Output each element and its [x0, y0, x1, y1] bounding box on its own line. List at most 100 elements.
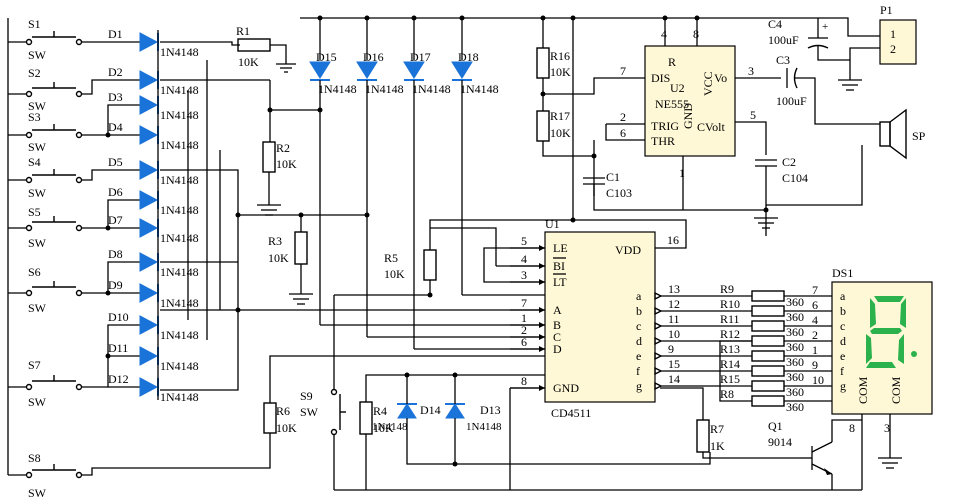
c3-label: C3: [776, 53, 790, 67]
diode-output-buses: [157, 30, 320, 400]
pin-number: 5: [521, 234, 527, 248]
pin-number: 14: [668, 372, 680, 386]
resistor-r6: R6 10K: [263, 355, 545, 435]
c4-value: 100uF: [768, 33, 799, 47]
diode-symbol: [356, 61, 378, 79]
diode-label: D5: [108, 155, 123, 169]
diode-d10: D10 1N4148: [108, 310, 199, 342]
diode-part: 1N4148: [160, 231, 199, 245]
diode-symbol: [139, 315, 159, 335]
switch-s3: S3 SW: [8, 110, 83, 154]
pin-arrow: [654, 366, 663, 376]
cd4511-pin-a: a 13: [636, 282, 752, 303]
resistor-value: 360: [786, 310, 804, 324]
diode-part: 1N4148: [318, 82, 357, 96]
resistor-body: [751, 380, 785, 392]
diode-symbol: [139, 283, 159, 303]
r4-value: 10K: [373, 421, 394, 435]
segment-g: [870, 328, 902, 334]
cd4511-chip: CD4511 U1 VDD 16: [544, 217, 679, 420]
resistor-r1: R1 10K: [236, 24, 296, 73]
r16-value: 10K: [550, 65, 571, 79]
ds1-segment-f: f: [840, 364, 844, 378]
segment-b: [900, 298, 906, 328]
digit-8: [866, 296, 917, 368]
speaker-label: SP: [912, 129, 926, 143]
ne555-pin-vo: Vo: [714, 71, 727, 85]
diode-label: D12: [108, 372, 129, 386]
lower-diodes: D14 D13 1N4148 1N4148: [372, 372, 711, 467]
r17-label: R17: [550, 109, 570, 123]
pin-arrow: [654, 321, 663, 331]
connector-p1: P1 1 2: [879, 3, 917, 65]
ne555-pin-cvolt: CVolt: [697, 120, 725, 134]
r5-value: 10K: [384, 267, 405, 281]
p1-pin-1: 1: [890, 27, 896, 41]
pin-arrow: [654, 336, 663, 346]
pin-name: B: [553, 318, 561, 332]
resistor-label: R14: [720, 357, 740, 371]
resistor-body: [751, 395, 785, 407]
capacitor-c4: C4 100uF +: [768, 17, 880, 91]
ne555-chip: DIS TRIG THR R VCC Vo GND CVolt U2 NE555…: [620, 27, 756, 180]
pin-arrow: [654, 291, 663, 301]
resistor-value: 360: [786, 385, 804, 399]
pin-name: D: [553, 342, 562, 356]
switch-s2: S2 SW: [8, 66, 83, 113]
c2-value: C104: [782, 171, 808, 185]
diode-part: 1N4148: [160, 359, 199, 373]
diode-label: D4: [108, 120, 123, 134]
ds1-pin-g: 10: [812, 373, 824, 387]
switch-s6: S6 SW: [8, 265, 83, 315]
r7-value: 1K: [710, 439, 725, 453]
pin-number: 13: [668, 282, 680, 296]
resistor-label: R15: [720, 372, 740, 386]
diode-part: 1N4148: [160, 296, 199, 310]
pin-number: 7: [521, 296, 527, 310]
switch-s9: S9 SW: [300, 294, 430, 490]
diode-part: 1N4148: [160, 45, 199, 59]
pin-name: a: [636, 289, 642, 303]
resistor-r5: R5 10K: [384, 219, 687, 298]
ds1-pin-c: 4: [812, 313, 818, 327]
resistor-r7: R7 1K: [660, 387, 800, 459]
diode-symbol: [139, 125, 159, 145]
cd4511-vdd: VDD: [615, 243, 641, 257]
pin-number: 1: [521, 311, 527, 325]
ne555-part: NE555: [655, 97, 689, 111]
pin-name: LE: [553, 241, 568, 255]
s9-label: S9: [300, 389, 313, 403]
speaker-sp: SP: [879, 108, 926, 160]
diode-symbol: [139, 160, 159, 180]
switch-bank: S1 SW S2 SW S3 SW: [7, 17, 83, 500]
diode-part: 1N4148: [460, 82, 499, 96]
diode-part: 1N4148: [160, 83, 199, 97]
diode-label: D16: [363, 50, 384, 64]
ds1-pin-b: 6: [812, 298, 818, 312]
pin-name: C: [553, 330, 561, 344]
switch-type: SW: [28, 186, 47, 200]
diode-label: D6: [108, 185, 123, 199]
diode-label: D10: [108, 310, 129, 324]
diode-symbol: [139, 190, 159, 210]
diode-symbol: [451, 61, 473, 79]
resistor-value: 360: [786, 340, 804, 354]
switch-label: S5: [28, 205, 41, 219]
d14-label: D14: [420, 403, 441, 417]
diode-part: 1N4148: [160, 328, 199, 342]
switch-s5: S5 SW: [8, 205, 83, 250]
decimal-point: [911, 351, 917, 357]
ds1-segment-c: c: [840, 319, 845, 333]
pin-name: GND: [553, 381, 579, 395]
r5-label: R5: [384, 251, 398, 265]
resistor-body: [751, 350, 785, 362]
ds1-segment-e: e: [840, 349, 845, 363]
